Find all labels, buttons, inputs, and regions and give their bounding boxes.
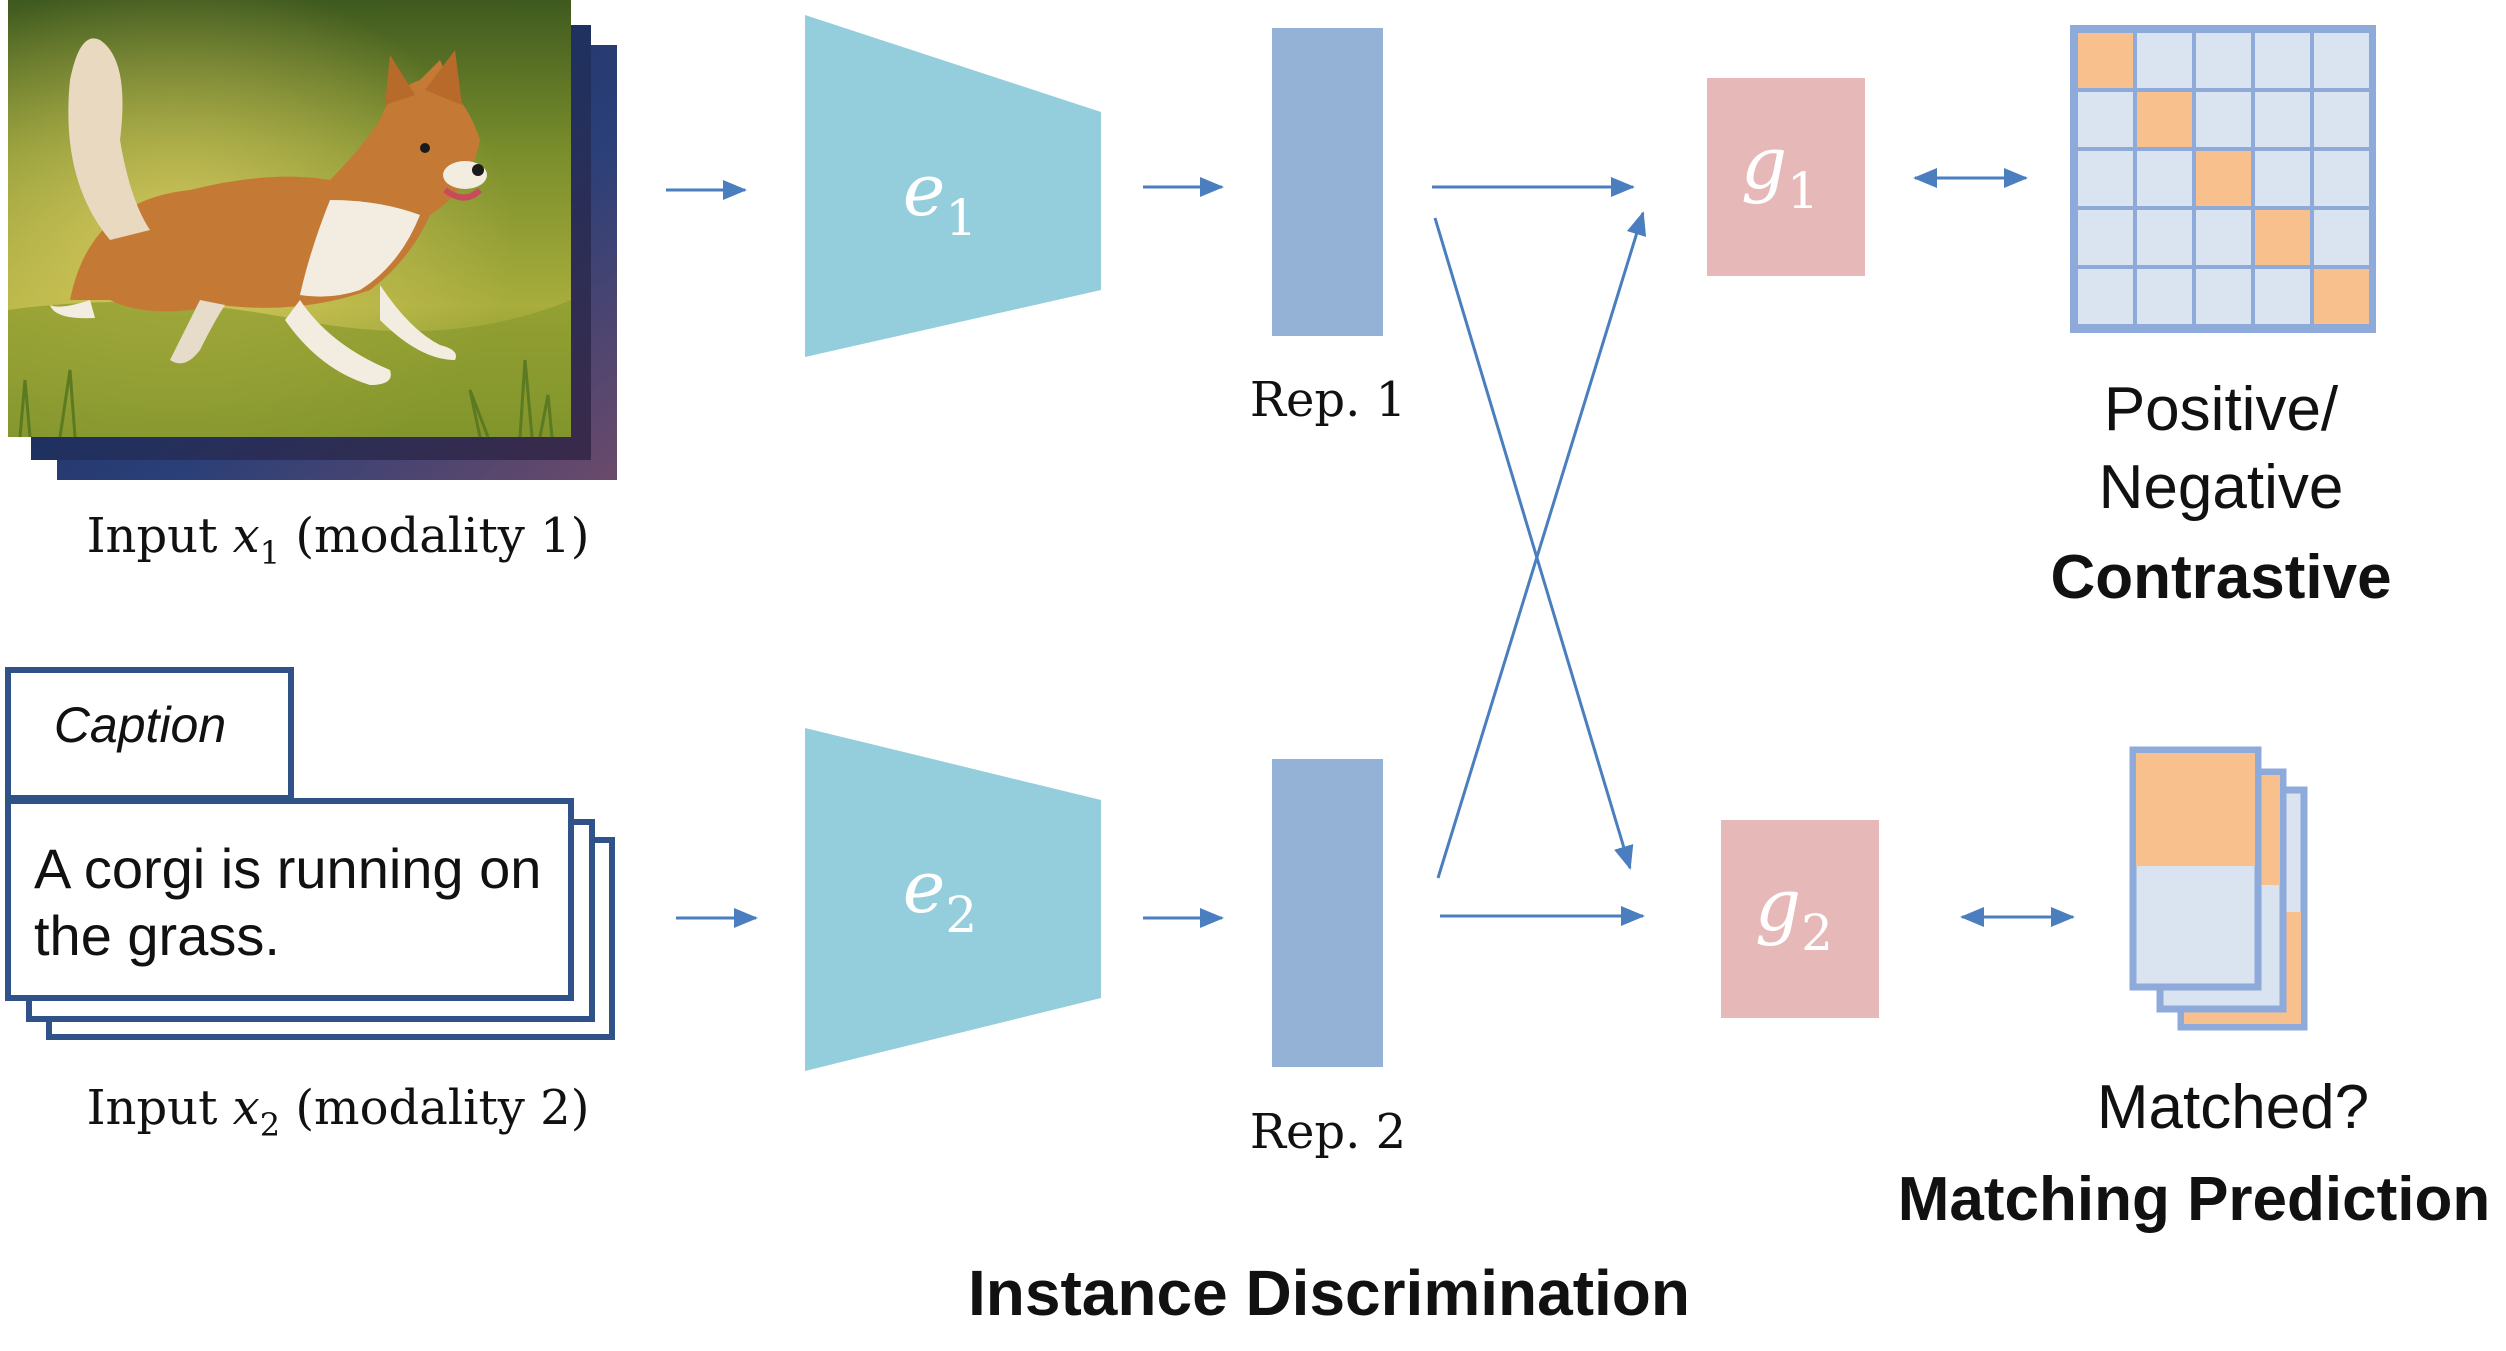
matrix-cell (2255, 151, 2310, 206)
matrix-cell-positive (2196, 151, 2251, 206)
encoder-e1: e1 (805, 15, 1101, 357)
rep2-label: Rep. 2 (1250, 1104, 1406, 1160)
footer-title: Instance Discrimination (968, 1257, 1690, 1329)
contrastive-line-1: Positive/ (2104, 375, 2339, 444)
matching-title: Matching Prediction (1898, 1165, 2490, 1234)
caption-card (5, 798, 574, 1001)
matrix-cell (2078, 210, 2133, 265)
caption-line-1: A corgi is running on (34, 837, 541, 900)
matrix-cell (2137, 210, 2192, 265)
head-g2: g2 (1721, 820, 1879, 1018)
matrix-cell (2314, 33, 2369, 88)
corgi-photo (8, 0, 571, 438)
encoder-e1-label: e1 (903, 148, 977, 247)
arrow-rep2-to-g1 (1436, 211, 1647, 879)
matrix-cell-positive (2137, 92, 2192, 147)
input1-image-stack (8, 0, 617, 480)
contrastive-line-2: Negative (2099, 453, 2344, 522)
matching-question: Matched? (2097, 1073, 2369, 1142)
matrix-cell (2137, 151, 2192, 206)
matrix-cell (2314, 151, 2369, 206)
rep2-block (1272, 759, 1383, 1067)
caption-tab (5, 667, 294, 801)
matrix-cell (2314, 92, 2369, 147)
matrix-cell-positive (2314, 269, 2369, 324)
matrix-cell (2314, 210, 2369, 265)
matrix-cell-positive (2255, 210, 2310, 265)
caption-line-2: the grass. (34, 904, 280, 967)
matrix-cell (2196, 210, 2251, 265)
encoder-e2-label: e2 (903, 845, 977, 944)
matrix-cell (2196, 92, 2251, 147)
arrow-rep1-to-g2 (1433, 217, 1634, 870)
matching-cards (2129, 746, 2308, 1031)
matrix-cell (2078, 151, 2133, 206)
head-g1: g1 (1707, 78, 1865, 276)
similarity-matrix (2070, 25, 2376, 333)
matrix-cell (2137, 269, 2192, 324)
head-g1-label: g1 (1741, 121, 1819, 220)
input2-label: Input x2 (modality 2) (87, 1080, 590, 1144)
input2-caption-stack: Caption A corgi is running on the grass. (5, 667, 615, 1040)
rep1-block (1272, 28, 1383, 336)
match-card-front (2129, 746, 2262, 991)
encoder-e2: e2 (805, 728, 1101, 1071)
contrastive-title: Contrastive (2050, 543, 2391, 612)
matrix-cell (2196, 269, 2251, 324)
input1-label: Input x1 (modality 1) (87, 508, 590, 572)
matrix-cell (2196, 33, 2251, 88)
matrix-cell (2137, 33, 2192, 88)
matrix-cell (2255, 92, 2310, 147)
rep1-label: Rep. 1 (1250, 372, 1406, 428)
caption-tab-label: Caption (54, 697, 226, 753)
matrix-cell (2078, 92, 2133, 147)
matrix-cell-positive (2078, 33, 2133, 88)
matrix-cell (2078, 269, 2133, 324)
matrix-cell (2255, 269, 2310, 324)
head-g2-label: g2 (1755, 863, 1833, 962)
matrix-cell (2255, 33, 2310, 88)
